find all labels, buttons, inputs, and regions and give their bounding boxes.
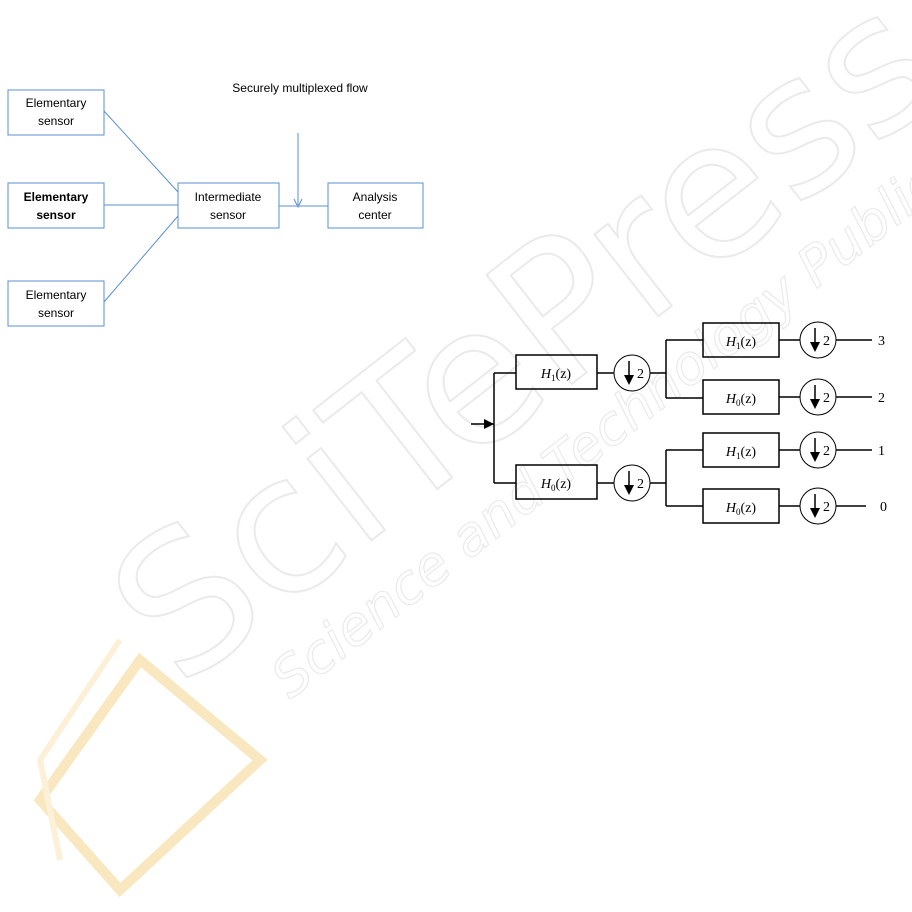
svg-text:2: 2 — [637, 367, 644, 382]
filter-label: H1(z) — [540, 367, 572, 383]
analysis-center-line2: center — [358, 208, 391, 222]
elementary-sensor-2: Elementary sensor — [8, 183, 104, 228]
connector-sensor-1 — [104, 111, 178, 192]
svg-text:H1(z): H1(z) — [725, 335, 757, 351]
output-label-0: 0 — [880, 500, 887, 515]
svg-text:H0(z): H0(z) — [725, 392, 757, 408]
elementary-sensor-1-line1: Elementary — [26, 96, 87, 110]
svg-text:2: 2 — [823, 444, 830, 459]
elementary-sensor-2-line2: sensor — [36, 208, 76, 222]
svg-text:H1(z): H1(z) — [725, 445, 757, 461]
filter-label: H0(z) — [540, 477, 572, 493]
stage2-branch-output-2: H0(z) 2 2 — [703, 379, 885, 415]
intermediate-sensor: Intermediate sensor — [178, 183, 279, 228]
svg-text:2: 2 — [823, 391, 830, 406]
svg-text:2: 2 — [823, 500, 830, 515]
stage2-branch-output-1: H1(z) 2 1 — [703, 432, 885, 468]
intermediate-sensor-line1: Intermediate — [195, 190, 262, 204]
intermediate-sensor-line2: sensor — [210, 208, 246, 222]
elementary-sensor-3-line1: Elementary — [26, 288, 87, 302]
elementary-sensor-2-line1: Elementary — [24, 190, 89, 204]
stage2-branch-output-0: H0(z) 2 0 — [703, 488, 887, 524]
elementary-sensor-1: Elementary sensor — [8, 90, 104, 135]
output-label-3: 3 — [878, 334, 885, 349]
publisher-watermark: SciTePress Science and Technology Public… — [40, 0, 912, 890]
elementary-sensor-3-line2: sensor — [38, 306, 74, 320]
watermark-brand: SciTePress — [72, 0, 912, 725]
elementary-sensor-1-line2: sensor — [38, 114, 74, 128]
output-label-2: 2 — [878, 391, 885, 406]
sensor-network-diagram: Securely multiplexed flow Elementary sen… — [8, 81, 423, 326]
flow-label: Securely multiplexed flow — [232, 81, 368, 95]
output-label-1: 1 — [878, 444, 885, 459]
elementary-sensor-3: Elementary sensor — [8, 281, 104, 326]
svg-text:2: 2 — [823, 334, 830, 349]
downsampler: 2 — [614, 465, 650, 501]
analysis-center: Analysis center — [328, 183, 423, 228]
svg-text:H0(z): H0(z) — [725, 501, 757, 517]
svg-text:2: 2 — [637, 477, 644, 492]
connector-sensor-3 — [104, 216, 178, 302]
analysis-center-line1: Analysis — [353, 190, 398, 204]
